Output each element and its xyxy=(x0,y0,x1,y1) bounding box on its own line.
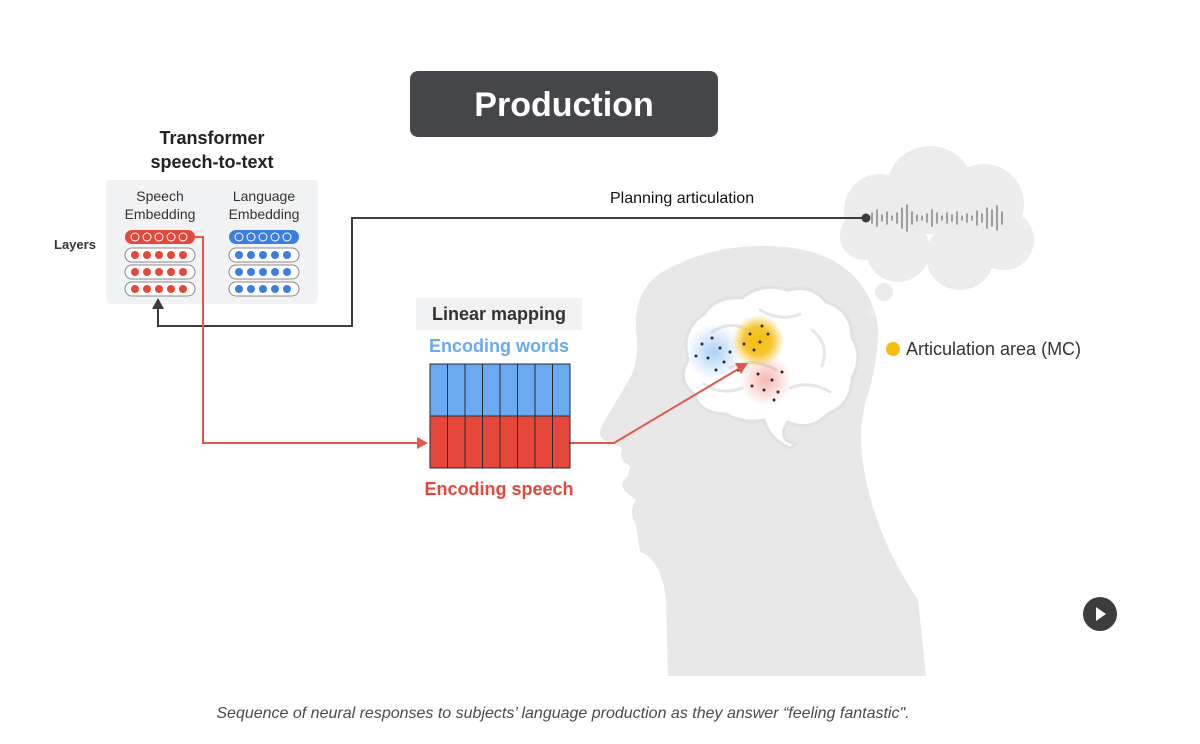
planning-articulation-path: Planning articulation xyxy=(152,190,871,327)
matrix-cell-words xyxy=(482,363,501,417)
planning-line xyxy=(157,217,866,327)
linear-mapping-label-bg xyxy=(416,298,582,330)
matrix-cell-speech xyxy=(447,415,466,469)
matrix-cell-words xyxy=(464,363,483,417)
transformer-title-line1: Transformer xyxy=(159,128,264,148)
planning-label: Planning articulation xyxy=(610,190,754,207)
language-embedding-layers xyxy=(228,230,300,297)
matrix-cell-words xyxy=(429,363,448,417)
electrode-dots xyxy=(694,324,784,402)
layers-label: Layers xyxy=(54,237,96,252)
matrix-cell-words xyxy=(447,363,466,417)
transformer-block: Transformer speech-to-text Speech Embedd… xyxy=(54,128,318,304)
language-col-line2: Embedding xyxy=(229,206,300,222)
linear-mapping-label: Linear mapping xyxy=(432,304,566,324)
blue-activation xyxy=(686,324,742,380)
title-banner: Production xyxy=(410,71,718,137)
matrix-cell-speech xyxy=(464,415,483,469)
planning-arrowhead xyxy=(152,298,164,309)
language-layer-rows xyxy=(228,247,300,297)
matrix-cell-speech xyxy=(534,415,553,469)
title-banner-bg xyxy=(410,71,718,137)
mapping-matrix xyxy=(429,363,571,469)
speech-col-line2: Embedding xyxy=(125,206,196,222)
encoding-speech-label: Encoding speech xyxy=(424,479,573,499)
yellow-activation xyxy=(732,315,784,367)
encoding-speech-path xyxy=(195,236,748,449)
articulation-area-swatch xyxy=(886,342,900,356)
thought-cloud xyxy=(840,146,1034,317)
articulation-area-label: Articulation area (MC) xyxy=(906,339,1081,359)
speech-col-line1: Speech xyxy=(136,188,183,204)
thought-bubble-dot-small xyxy=(865,307,875,317)
speech-layer-top xyxy=(125,230,195,244)
figure-caption: Sequence of neural responses to subjects… xyxy=(216,705,909,722)
play-icon[interactable] xyxy=(1096,607,1106,621)
linear-mapping-block: Linear mapping Encoding words Encoding s… xyxy=(416,298,582,499)
speech-layer-rows xyxy=(124,247,196,297)
legend: Articulation area (MC) xyxy=(886,339,1081,359)
planning-line-endpoint xyxy=(861,213,871,223)
matrix-cell-speech xyxy=(499,415,518,469)
matrix-cell-speech xyxy=(552,415,571,469)
mapping-to-brain-arrowhead xyxy=(735,363,748,374)
speech-waveform xyxy=(871,204,1003,232)
thought-bubble-dot-large xyxy=(875,283,893,301)
language-layer-top xyxy=(229,230,299,244)
language-col-line1: Language xyxy=(233,188,296,204)
speech-to-mapping-arrowhead xyxy=(417,437,428,449)
matrix-cell-speech xyxy=(482,415,501,469)
transformer-title-line2: speech-to-text xyxy=(150,152,273,172)
speech-embedding-layers xyxy=(124,230,196,297)
mapping-to-brain-line xyxy=(570,367,741,444)
play-button[interactable] xyxy=(1083,597,1117,631)
title-text: Production xyxy=(474,86,653,124)
matrix-cell-speech xyxy=(429,415,448,469)
speech-to-mapping-line xyxy=(195,236,418,444)
matrix-cell-words xyxy=(552,363,571,417)
matrix-cell-words xyxy=(499,363,518,417)
matrix-cell-words xyxy=(534,363,553,417)
matrix-cell-speech xyxy=(517,415,536,469)
matrix-cell-words xyxy=(517,363,536,417)
activation-blobs xyxy=(686,315,792,406)
encoding-words-label: Encoding words xyxy=(429,336,569,356)
